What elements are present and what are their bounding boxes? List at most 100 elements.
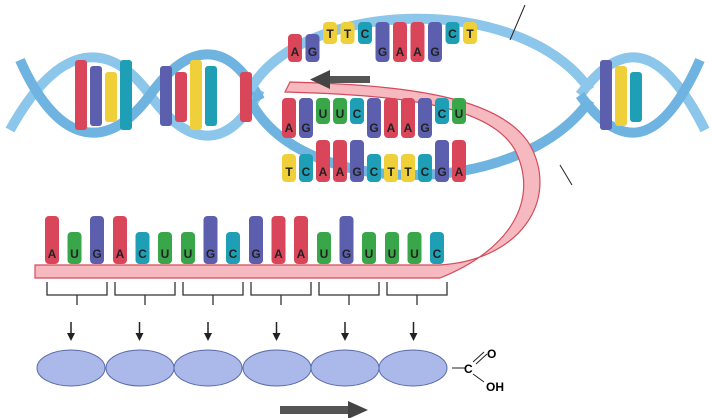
template-base: A <box>288 34 302 62</box>
codon-bracket <box>182 282 244 305</box>
codon-base: A <box>294 216 308 264</box>
base-block <box>316 140 330 182</box>
mrna-base: G <box>418 98 432 138</box>
base-letter: G <box>92 247 101 261</box>
translation-direction-arrow <box>280 401 368 418</box>
codon-base: G <box>203 216 218 264</box>
helix-strand-right-b <box>575 57 705 138</box>
helix-base <box>615 66 627 126</box>
base-letter: C <box>433 247 442 261</box>
helix-base-pairs <box>75 60 642 130</box>
base-block <box>463 22 477 44</box>
helix-base <box>90 66 102 126</box>
helix-base <box>240 72 252 122</box>
codon-base: C <box>226 232 240 264</box>
dna-double-helix <box>5 4 710 186</box>
base-letter: C <box>448 27 457 41</box>
base-letter: U <box>161 247 170 261</box>
template-base: T <box>323 22 337 44</box>
base-block <box>430 232 444 264</box>
mrna-base: C <box>435 98 449 124</box>
amino-acid <box>310 349 380 387</box>
codon-bracket <box>386 282 448 305</box>
base-block <box>90 216 104 264</box>
codon-base: U <box>181 232 195 264</box>
base-block <box>316 98 330 124</box>
base-block <box>158 232 172 264</box>
amino-acid <box>378 349 448 387</box>
mrna-base: U <box>333 98 347 124</box>
base-block <box>226 232 240 264</box>
codon-base: A <box>271 216 286 264</box>
base-block <box>333 98 347 124</box>
template-base: A <box>410 22 425 62</box>
codon-bracket <box>46 282 108 305</box>
helix-base <box>600 60 612 130</box>
arrow-head <box>272 333 281 341</box>
codon-base: G <box>339 216 354 264</box>
base-block <box>333 140 347 182</box>
pointer-line-top <box>509 4 526 41</box>
base-letter: A <box>297 247 306 261</box>
template-base: C <box>445 22 460 44</box>
base-block <box>435 98 449 124</box>
helix-base <box>75 60 87 130</box>
helix-base <box>105 72 117 122</box>
mrna-backbone <box>34 81 541 279</box>
coding-base: T <box>384 154 398 182</box>
codon-base: U <box>407 232 422 264</box>
mrna-base: A <box>401 98 415 138</box>
coding-base: T <box>282 154 296 182</box>
coding-base: A <box>316 140 330 182</box>
base-letter: A <box>396 45 405 59</box>
base-letter: A <box>413 45 422 59</box>
base-block <box>288 34 302 62</box>
base-letter: A <box>336 165 345 179</box>
codon-bracket <box>114 282 176 305</box>
codon-base: C <box>135 232 150 264</box>
codon-base: A <box>45 216 59 264</box>
base-letter: T <box>404 165 412 179</box>
base-block <box>452 98 466 124</box>
amino-acid <box>173 349 243 387</box>
base-block <box>375 22 390 62</box>
base-block <box>393 22 407 62</box>
codon-base: C <box>430 232 444 264</box>
helix-base <box>120 60 132 130</box>
base-letter: G <box>369 121 378 135</box>
base-block <box>305 34 320 62</box>
base-letter: T <box>285 165 293 179</box>
base-letter: G <box>206 247 215 261</box>
codon-bracket <box>250 282 312 305</box>
base-letter: A <box>116 247 125 261</box>
mrna-base: C <box>350 98 364 124</box>
base-letter: U <box>336 107 345 121</box>
coding-base: G <box>435 140 449 182</box>
base-block <box>410 22 425 62</box>
helix-bubble-top <box>245 13 595 93</box>
template-base: T <box>340 22 355 44</box>
amino-acid <box>36 349 106 387</box>
base-block <box>401 154 415 182</box>
base-block <box>452 140 466 182</box>
base-block <box>445 22 460 44</box>
base-block <box>299 154 313 182</box>
transcription-direction-arrow <box>310 70 370 89</box>
base-block <box>294 216 308 264</box>
base-letter: C <box>353 107 362 121</box>
base-block <box>385 232 399 264</box>
base-letter: U <box>455 107 464 121</box>
base-letter: G <box>342 247 351 261</box>
coding-base: C <box>418 154 432 182</box>
base-letter: C <box>302 165 311 179</box>
mrna-base: A <box>282 98 296 138</box>
base-letter: A <box>274 247 283 261</box>
coding-base: A <box>452 140 466 182</box>
